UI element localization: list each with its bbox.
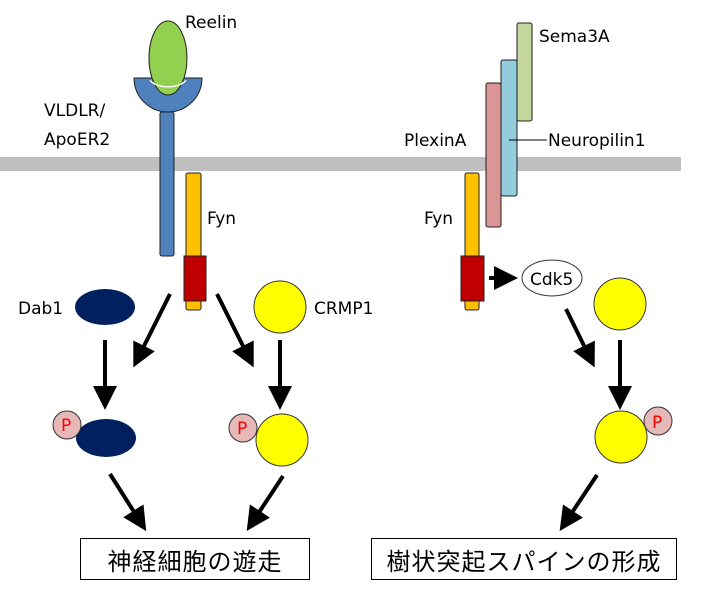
receptor-label-line1: VLDLR/ (44, 101, 105, 121)
plexina-label: PlexinA (404, 131, 467, 151)
arrow-cdk5-to-crmp1 (564, 308, 595, 368)
neuropilin1-label: Neuropilin1 (548, 131, 646, 151)
arrow-crmp1-right-to-outcome (559, 473, 599, 531)
neuropilin1-receptor (500, 59, 518, 197)
arrow-fyn-to-crmp1 (215, 293, 254, 368)
cell-membrane (0, 157, 681, 171)
arrow-dab1-to-outcome (108, 472, 147, 532)
phospho-label-crmp1-left: P (237, 419, 247, 439)
sema3a-ligand (516, 22, 533, 122)
fyn-left-label: Fyn (207, 209, 236, 229)
reelin-label: Reelin (185, 13, 237, 33)
cdk5-label: Cdk5 (530, 270, 573, 290)
phospho-group-crmp1-right (643, 406, 673, 436)
phospho-crmp1 (255, 413, 309, 467)
cdk5 (521, 259, 583, 297)
fyn-right-kinase-domain (460, 255, 485, 302)
phospho-label-crmp1-right: P (652, 413, 662, 433)
outcome-dendritic-spine-formation: 樹状突起スパインの形成 (371, 538, 677, 580)
crmp1-label: CRMP1 (314, 299, 373, 319)
crmp1-right (593, 277, 647, 331)
outcome-neuronal-migration: 神経細胞の遊走 (80, 538, 310, 580)
plexina-receptor (485, 82, 502, 228)
reelin-ligand (148, 20, 188, 96)
phospho-group-dab1 (52, 410, 82, 440)
dab1-label: Dab1 (18, 299, 63, 319)
fyn-left-kinase-domain (183, 255, 207, 302)
receptor-label-line2: ApoER2 (44, 130, 110, 150)
arrow-fyn-to-dab1 (133, 293, 172, 368)
arrow-crmp1-to-outcome (246, 474, 285, 532)
vldlr-receptor-stem (159, 111, 175, 257)
sema3a-label: Sema3A (539, 27, 610, 47)
phospho-crmp1-right (594, 410, 648, 464)
phospho-label-dab1: P (61, 416, 71, 436)
fyn-right-label: Fyn (424, 209, 453, 229)
phospho-dab1 (76, 419, 136, 457)
phospho-group-crmp1-left (228, 413, 258, 443)
crmp1 (253, 280, 307, 334)
dab1 (75, 289, 135, 325)
